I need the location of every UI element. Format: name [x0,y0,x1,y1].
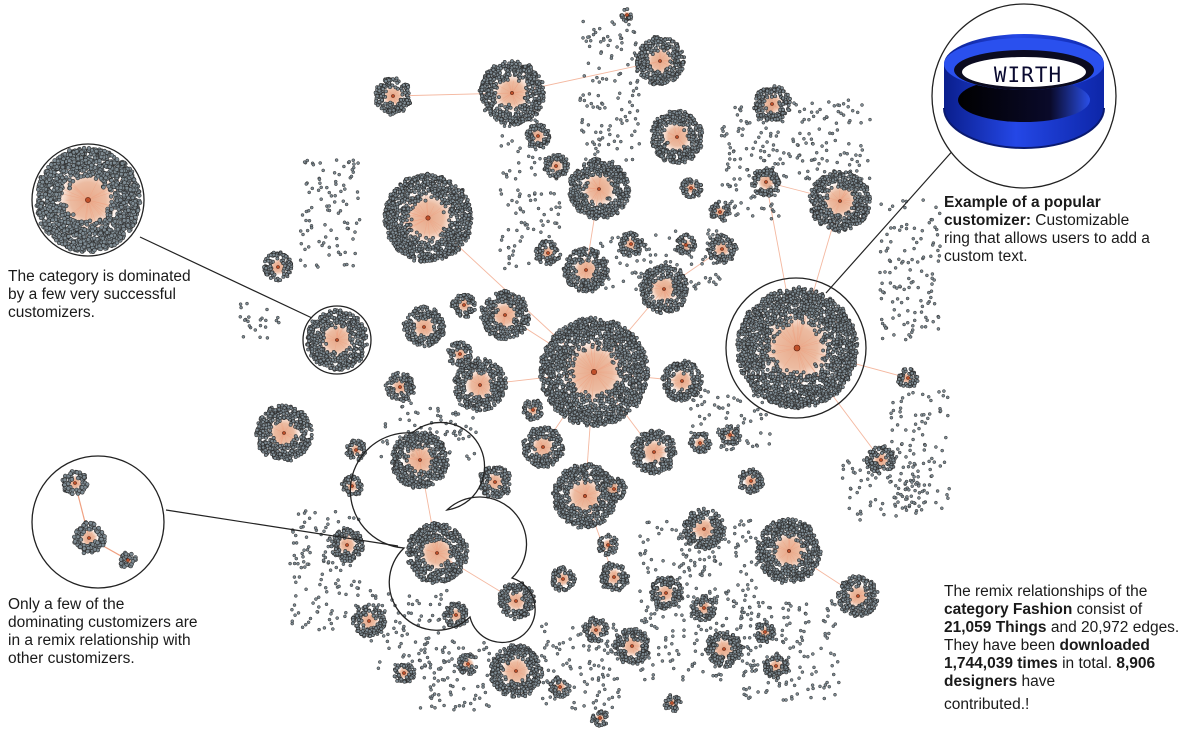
highlight-outline-remix [349,421,536,644]
summary-bold-things: 21,059 Things [944,619,1047,636]
callout-line-remix [165,509,399,547]
zoom-cluster-remix [60,469,138,569]
summary-part1: The remix relationships of the [944,583,1147,600]
summary-bold-downloads: downloaded 1,744,039 times [944,637,1150,672]
summary-part4: in total. [1058,655,1117,672]
annotation-remix: Only a few of the dominating customizers… [8,596,198,668]
summary-part6: contributed.! [944,696,1180,714]
summary-part2: consist of [1072,601,1142,618]
summary-part5: have [1017,673,1056,690]
ring-engraving: WIRTH [994,63,1062,87]
ring-image: WIRTH [943,34,1105,149]
summary-part3: and 20,972 edges. They have been [944,619,1179,654]
zoom-circle-remix [31,455,165,589]
highlight-circle-popular [725,277,867,419]
node-layer [238,19,951,712]
summary-bold-category: category Fashion [944,601,1072,618]
annotation-summary: The remix relationships of the category … [944,583,1180,714]
callout-line-dominated [139,236,313,319]
annotation-dominated-text: The category is dominated by a few very … [8,268,191,321]
highlight-circle-dominated [302,305,372,375]
annotation-remix-text: Only a few of the dominating customizers… [8,596,198,667]
callout-layer: WIRTH [31,3,1117,644]
annotation-example-text: Customizable ring that allows users to a… [944,212,1150,265]
hub-layer [254,7,920,728]
summary-bold-designers: 8,906 designers [944,655,1155,690]
callout-line-popular [825,137,965,294]
annotation-dominated: The category is dominated by a few very … [8,268,208,322]
zoom-cluster-dominated [34,145,143,255]
annotation-example: Example of a popular customizer: Customi… [944,194,1159,266]
annotation-example-bold: Example of a popular customizer: [944,194,1101,229]
